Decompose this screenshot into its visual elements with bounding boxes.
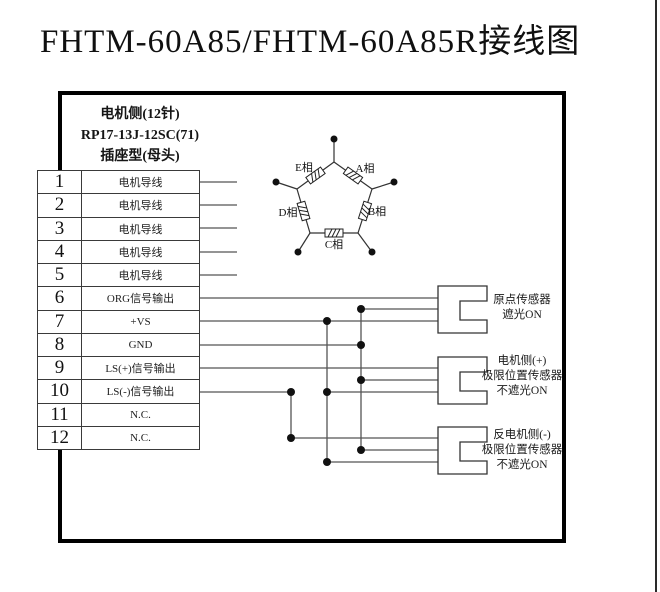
pin-table: 1 电机导线 2 电机导线 3 电机导线 4 电机导线 5 电机导线 6 ORG信号输出 7… (37, 170, 200, 450)
screen-right-edge (655, 0, 657, 592)
pin-row: 11 N.C. (38, 403, 199, 427)
pin-label: ORG信号输出 (106, 293, 175, 306)
pin-number: 10 (38, 380, 82, 403)
pin-number: 5 (38, 264, 82, 287)
pin-row: 9 LS(+)信号输出 (38, 357, 199, 381)
pin-row: 6 ORG信号输出 (38, 287, 199, 311)
connector-header-line: 插座型(母头) (100, 149, 180, 164)
pin-row: 4 电机导线 (38, 240, 199, 264)
pin-label: 电机导线 (118, 223, 163, 236)
pin-number: 3 (38, 217, 82, 240)
motor-side-limit-sensor-label: 电机侧(+) 极限位置传感器 不遮光ON (481, 355, 563, 397)
pin-label: 电机导线 (118, 246, 163, 259)
pin-row: 10 LS(-)信号输出 (38, 380, 199, 404)
anti-motor-side-limit-sensor-label: 反电机侧(-) 极限位置传感器 不遮光ON (481, 429, 563, 471)
pin-row: 2 电机导线 (38, 194, 199, 218)
pin-row: 12 N.C. (38, 426, 199, 449)
phase-label-b: B相 (367, 206, 387, 218)
pin-label: 电机导线 (118, 177, 163, 190)
pin-label: LS(+)信号输出 (105, 363, 176, 376)
pin-row: 3 电机导线 (38, 217, 199, 241)
pin-row: 7 +VS (38, 310, 199, 334)
pin-number: 4 (38, 240, 82, 263)
pin-row: 8 GND (38, 333, 199, 357)
pin-number: 2 (38, 194, 82, 217)
pin-number: 6 (38, 287, 82, 310)
pin-number: 11 (38, 403, 82, 426)
pin-label: 电机导线 (118, 270, 163, 283)
connector-header-line: RP17-13J-12SC(71) (80, 128, 200, 143)
pin-number: 1 (38, 171, 82, 194)
phase-label-c: C相 (324, 239, 344, 251)
pin-label: N.C. (130, 408, 151, 421)
connector-header: 电机侧(12针) RP17-13J-12SC(71) 插座型(母头) (60, 104, 220, 167)
pin-label: GND (128, 338, 153, 351)
pin-label: LS(-)信号输出 (106, 386, 175, 399)
connector-header-line: 电机侧(12针) (100, 107, 180, 122)
pin-number: 8 (38, 333, 82, 356)
phase-label-d: D相 (278, 207, 298, 219)
pin-label: 电机导线 (118, 200, 163, 213)
pin-number: 12 (38, 426, 82, 449)
origin-sensor-label: 原点传感器 遮光ON (493, 294, 551, 321)
pin-number: 9 (38, 357, 82, 380)
pin-row: 1 电机导线 (38, 171, 199, 195)
pin-row: 5 电机导线 (38, 264, 199, 288)
phase-label-e: E相 (295, 162, 313, 174)
page-title: FHTM-60A85/FHTM-60A85R接线图 (40, 24, 581, 60)
pin-label: +VS (130, 315, 151, 328)
pin-label: N.C. (130, 431, 151, 444)
pin-number: 7 (38, 310, 82, 333)
phase-label-a: A相 (355, 163, 375, 175)
